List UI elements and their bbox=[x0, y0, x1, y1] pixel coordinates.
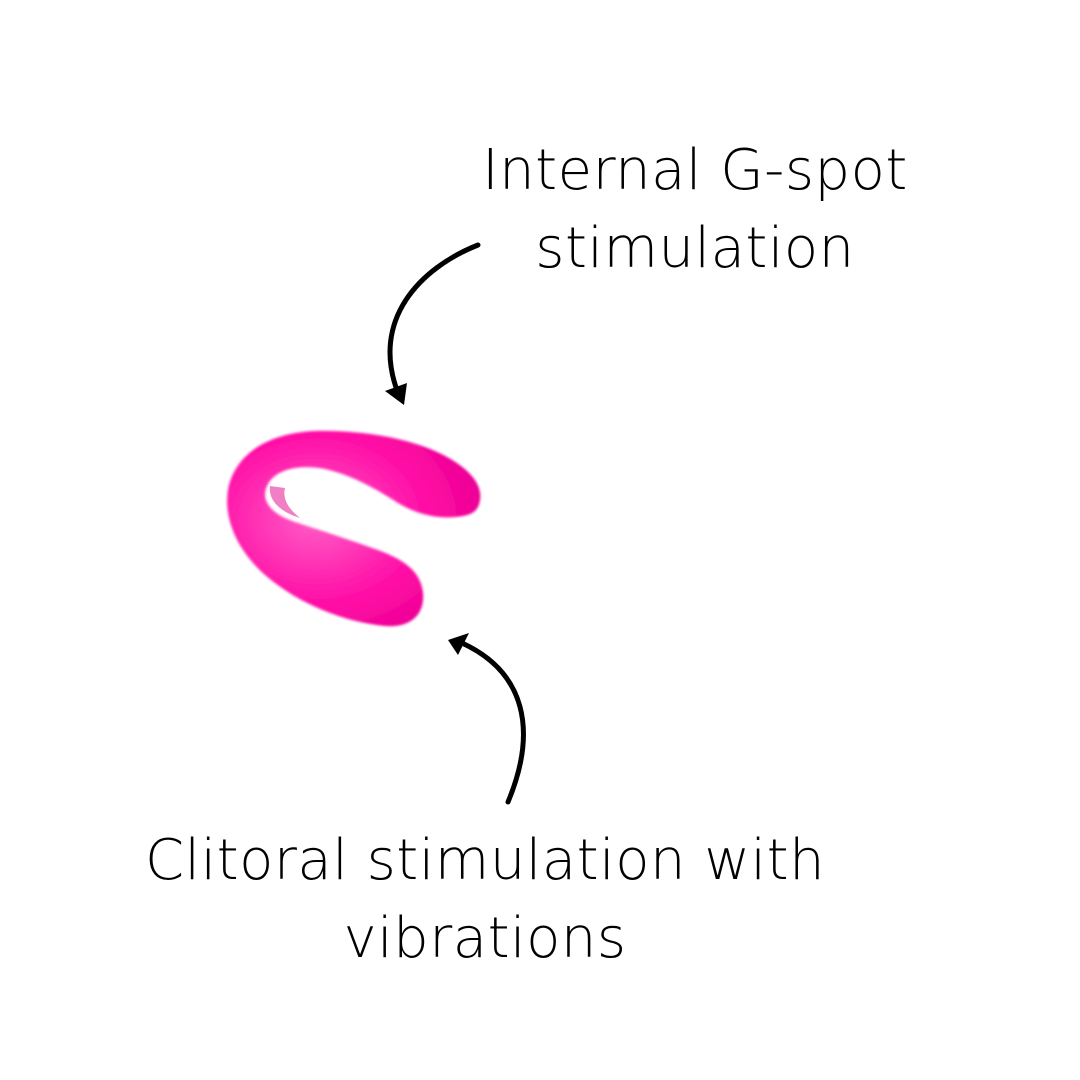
annotation-clitoral-line-2: vibrations bbox=[343, 906, 627, 971]
arrow-bottom-line bbox=[459, 640, 526, 805]
arrow-top-line bbox=[387, 242, 481, 396]
arrow-bottom-head bbox=[448, 633, 469, 655]
annotation-gspot-line-2: stimulation bbox=[535, 216, 855, 281]
annotation-clitoral: Clitoral stimulation with vibrations bbox=[120, 822, 850, 978]
product-inner-shade bbox=[269, 486, 300, 518]
annotation-gspot: Internal G-spot stimulation bbox=[470, 132, 920, 288]
annotation-gspot-line-1: Internal G-spot bbox=[482, 138, 908, 203]
product-shape bbox=[227, 430, 481, 627]
annotation-clitoral-line-1: Clitoral stimulation with bbox=[144, 828, 826, 893]
arrow-top-head bbox=[385, 383, 407, 405]
arrow-bottom bbox=[448, 633, 526, 805]
arrow-top bbox=[385, 242, 481, 405]
product-body bbox=[227, 430, 481, 627]
